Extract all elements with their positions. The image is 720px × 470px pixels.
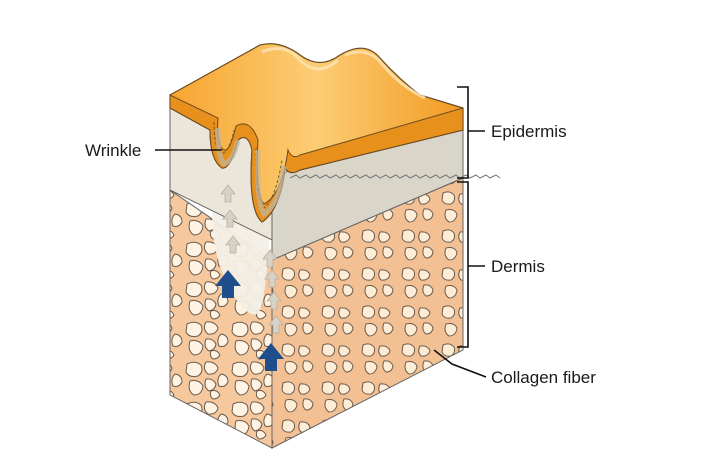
arrow-up-icon xyxy=(220,184,284,334)
skin-surface xyxy=(169,43,464,223)
label-dermis: Dermis xyxy=(491,257,545,276)
arrow-up-icon xyxy=(258,343,284,371)
arrows xyxy=(215,184,284,371)
arrow-up-icon xyxy=(215,270,241,298)
annotations xyxy=(155,86,487,378)
label-wrinkle: Wrinkle xyxy=(85,141,141,160)
label-epidermis: Epidermis xyxy=(491,122,567,141)
label-collagen-fiber: Collagen fiber xyxy=(491,368,596,387)
